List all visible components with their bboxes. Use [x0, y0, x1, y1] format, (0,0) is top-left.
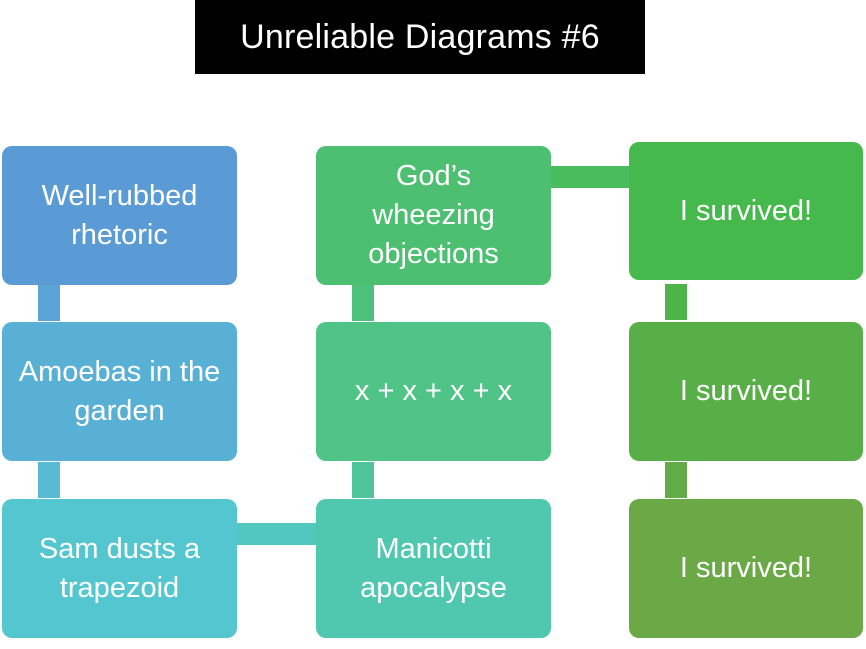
node-gods-wheezing-objections: God’s wheezing objections — [316, 146, 551, 285]
connector-n5-n4 — [352, 285, 374, 321]
connector-n6-n5 — [352, 462, 374, 498]
node-sam-dusts-a-trapezoid: Sam dusts a trapezoid — [2, 499, 237, 638]
node-i-survived-2: I survived! — [629, 322, 863, 461]
connector-n8-n9 — [665, 462, 687, 498]
node-well-rubbed-rhetoric: Well-rubbed rhetoric — [2, 146, 237, 285]
connector-n3-n6 — [237, 523, 316, 545]
connector-n1-n2 — [38, 285, 60, 321]
node-i-survived-3: I survived! — [629, 499, 863, 638]
connector-n4-n7 — [551, 166, 629, 188]
diagram-title: Unreliable Diagrams #6 — [195, 0, 645, 74]
node-i-survived-1: I survived! — [629, 142, 863, 280]
node-x-plus-x: x + x + x + x — [316, 322, 551, 461]
node-amoebas-in-the-garden: Amoebas in the garden — [2, 322, 237, 461]
connector-n2-n3 — [38, 462, 60, 498]
node-manicotti-apocalypse: Manicotti apocalypse — [316, 499, 551, 638]
connector-n7-n8 — [665, 284, 687, 320]
